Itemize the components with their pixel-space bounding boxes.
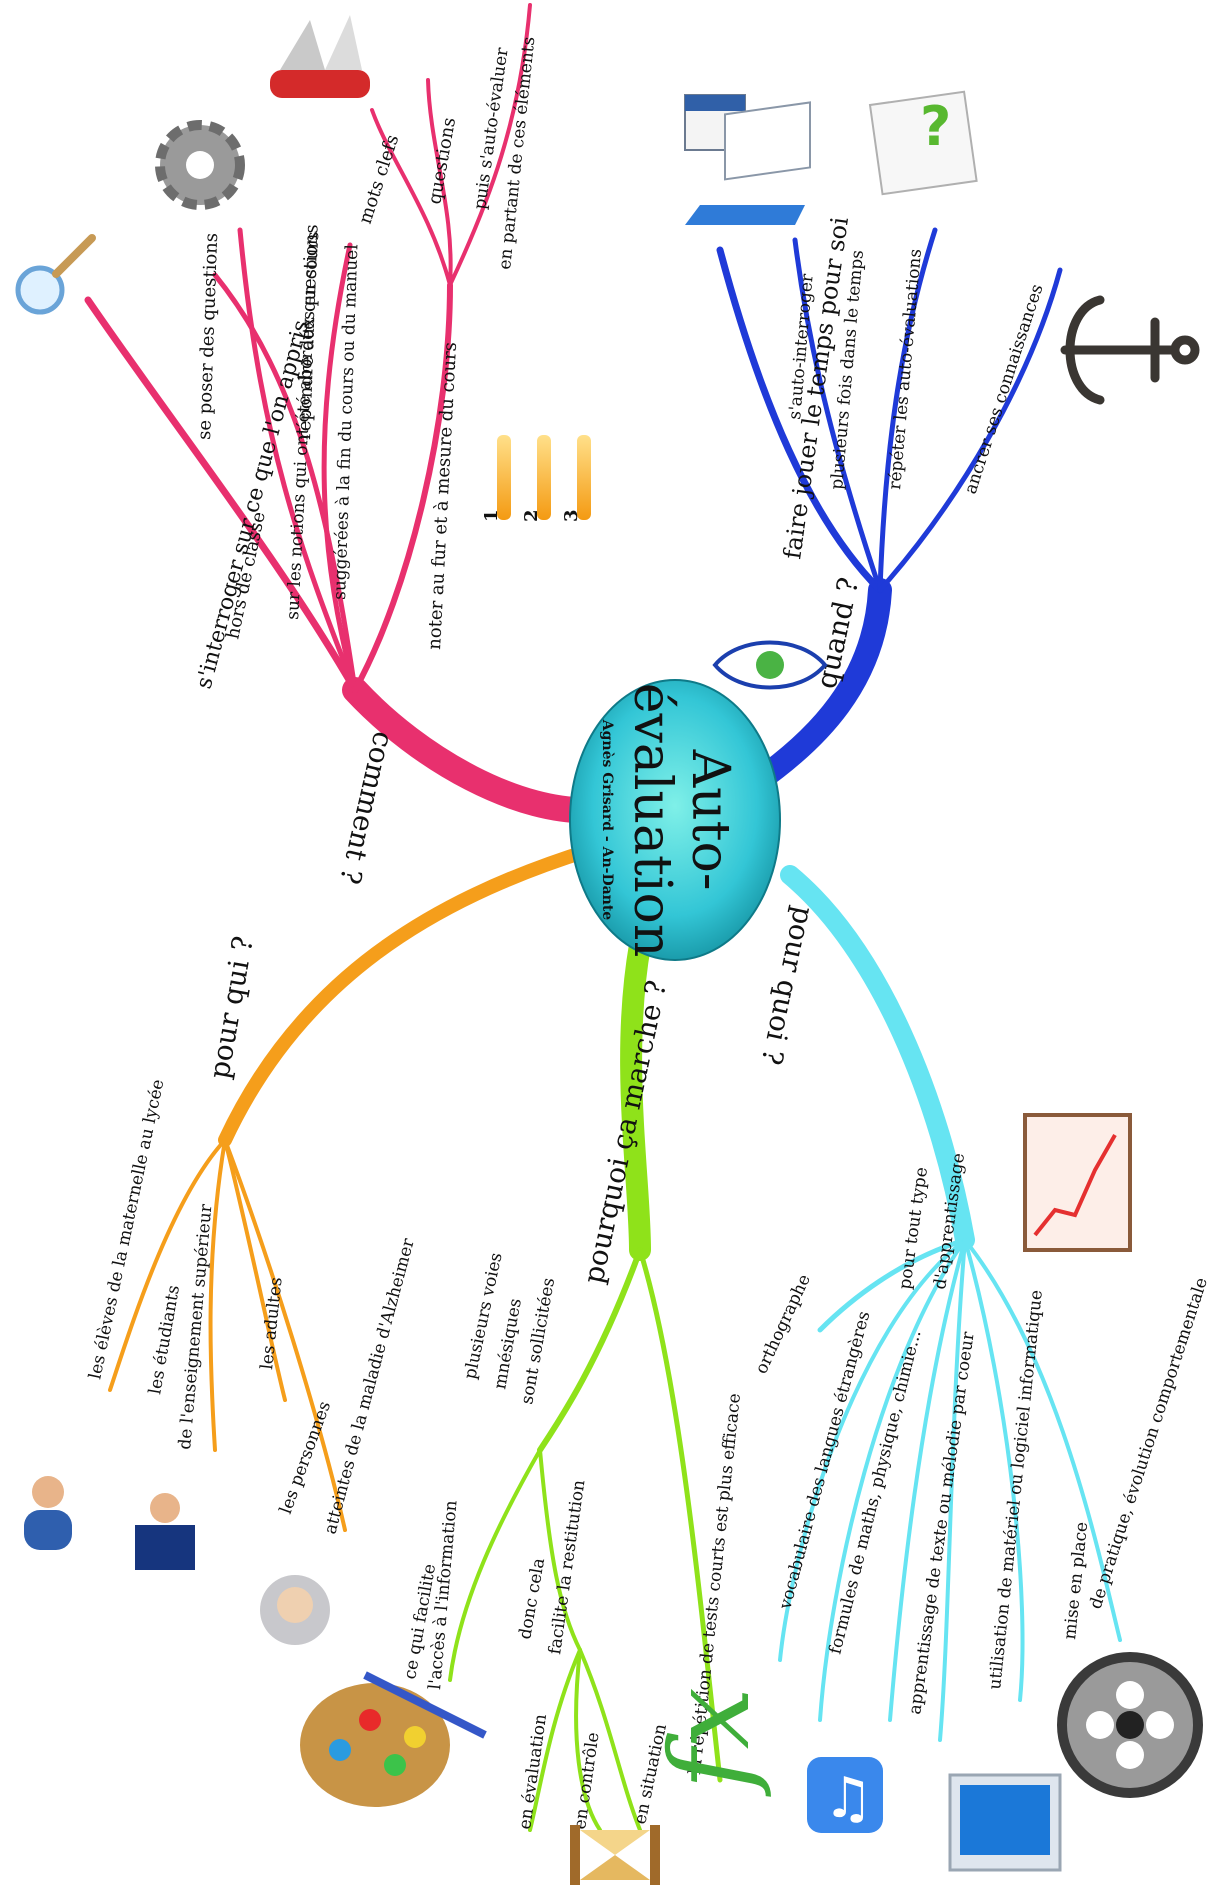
label-questions: questions	[424, 116, 460, 206]
branch-quand	[716, 227, 1063, 802]
elderly-icon	[260, 1575, 330, 1645]
branch-pourquoi	[448, 934, 723, 1832]
center-node: Auto- évaluation Agnès Grisard - An-Dant…	[569, 679, 781, 961]
pupil-icon	[24, 1476, 72, 1550]
monitor-icon	[948, 1773, 1062, 1872]
magnifier-icon	[15, 234, 96, 315]
svg-text:♫: ♫	[823, 1766, 873, 1831]
label-poser-questions: se poser des questions	[194, 233, 222, 441]
label-facilite: facilite la restitution	[545, 1479, 589, 1656]
student-icon	[135, 1493, 195, 1570]
palette-icon	[300, 1671, 487, 1807]
label-en-evaluation: en évaluation	[515, 1713, 551, 1831]
number-2: 2	[521, 509, 542, 522]
label-mots-clefs: mots clefs	[355, 132, 404, 226]
music-note-icon: ♫	[807, 1757, 883, 1833]
label-texte-melodie: apprentissage de texte ou mélodie par co…	[905, 1330, 979, 1716]
gear-icon	[155, 120, 245, 210]
label-orthographe: orthographe	[751, 1271, 815, 1377]
number-3: 3	[561, 509, 582, 522]
label-pourquoi-quoi: pour quoi ?	[755, 904, 821, 1068]
swiss-knife-icon	[270, 15, 370, 98]
svg-text:?: ?	[920, 95, 951, 158]
label-tout-type: pour tout type	[895, 1166, 932, 1291]
label-noter: noter au fur et à mesure du cours	[424, 342, 461, 651]
label-suggerees: suggérées à la fin du cours ou du manuel	[330, 244, 362, 600]
fx-icon: fx	[646, 1687, 774, 1797]
branch-pourqui	[108, 843, 597, 1532]
label-etudiants: les étudiants	[145, 1284, 184, 1396]
label-sollicitees: sont sollicitées	[517, 1276, 559, 1406]
label-mnesiques: mnésiques	[490, 1297, 526, 1391]
number-1: 1	[481, 509, 502, 522]
label-comment: comment ?	[333, 728, 400, 887]
label-pourqui: pour qui ?	[202, 934, 259, 1081]
branch-comment	[84, 3, 608, 824]
anchor-icon	[1060, 295, 1200, 405]
label-repondre: répondre aux questions	[294, 224, 323, 440]
label-alzheimer: atteintes de la maladie d'Alzheimer	[321, 1235, 420, 1536]
label-mise-en-place: mise en place	[1060, 1521, 1092, 1641]
center-title-1: Auto-	[680, 749, 740, 891]
hourglass-icon	[570, 1825, 660, 1885]
sales-chart-icon	[1023, 1113, 1132, 1252]
label-materiel: utilisation de matériel ou logiciel info…	[985, 1289, 1047, 1691]
calendar-laptop-icon	[684, 94, 811, 225]
branch-pourquoi-quoi	[778, 865, 1122, 1742]
question-paper-icon: ?	[868, 90, 978, 196]
label-repeter: répéter les auto-évaluations	[885, 248, 926, 490]
film-reel-icon	[1057, 1652, 1203, 1798]
numbered-list-icon: 1 2 3	[481, 435, 591, 522]
label-pratique: de pratique, évolution comportementale	[1086, 1275, 1212, 1611]
eye-logo-icon	[712, 640, 828, 690]
center-title-2: évaluation	[622, 683, 682, 958]
label-ancrer: ancrer ses connaissances	[961, 282, 1048, 497]
center-author: Agnès Grisard - An-Dante	[599, 719, 615, 921]
label-donc-cela: donc cela	[515, 1556, 549, 1640]
svg-text:fx: fx	[646, 1687, 774, 1797]
